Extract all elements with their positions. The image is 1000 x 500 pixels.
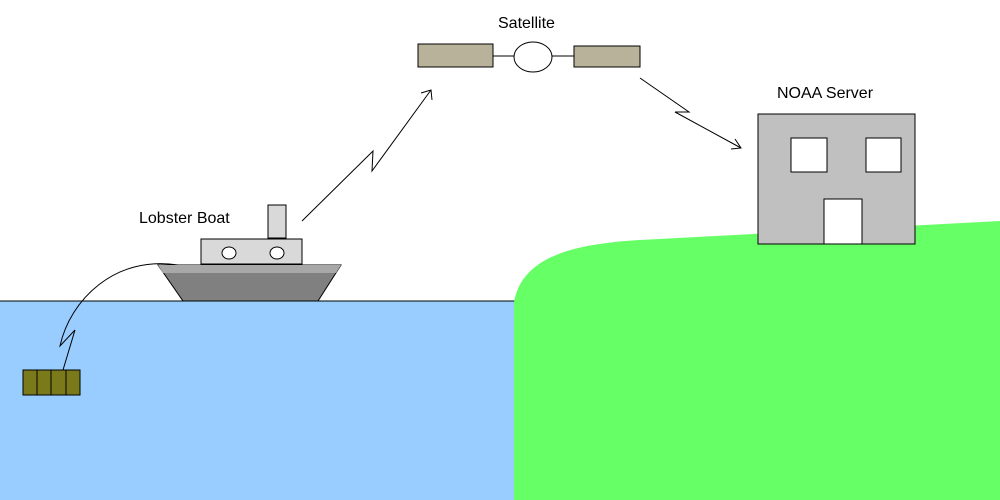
trap-line [59,263,179,371]
boat-antenna [267,204,287,239]
noaa-server-building [757,113,916,245]
building-window-right [865,137,902,173]
building-door [823,198,863,245]
porthole-left [221,246,237,260]
building-window-left [790,137,828,173]
lobster-trap [22,369,81,396]
satellite-body [513,41,553,73]
noaa-server-label: NOAA Server [777,85,874,102]
signal-arrow-boat-to-satellite [301,89,433,222]
solar-panel-right [573,45,641,68]
land [514,221,1000,500]
boat-cabin [200,238,303,265]
satellite-label: Satellite [498,15,555,32]
sea [0,301,516,500]
porthole-right [269,246,285,260]
satellite [417,41,641,73]
lobster-boat [157,204,342,302]
lobster-boat-label: Lobster Boat [139,210,230,227]
signal-arrow-satellite-to-server [639,77,742,150]
solar-panel-left [417,43,494,68]
